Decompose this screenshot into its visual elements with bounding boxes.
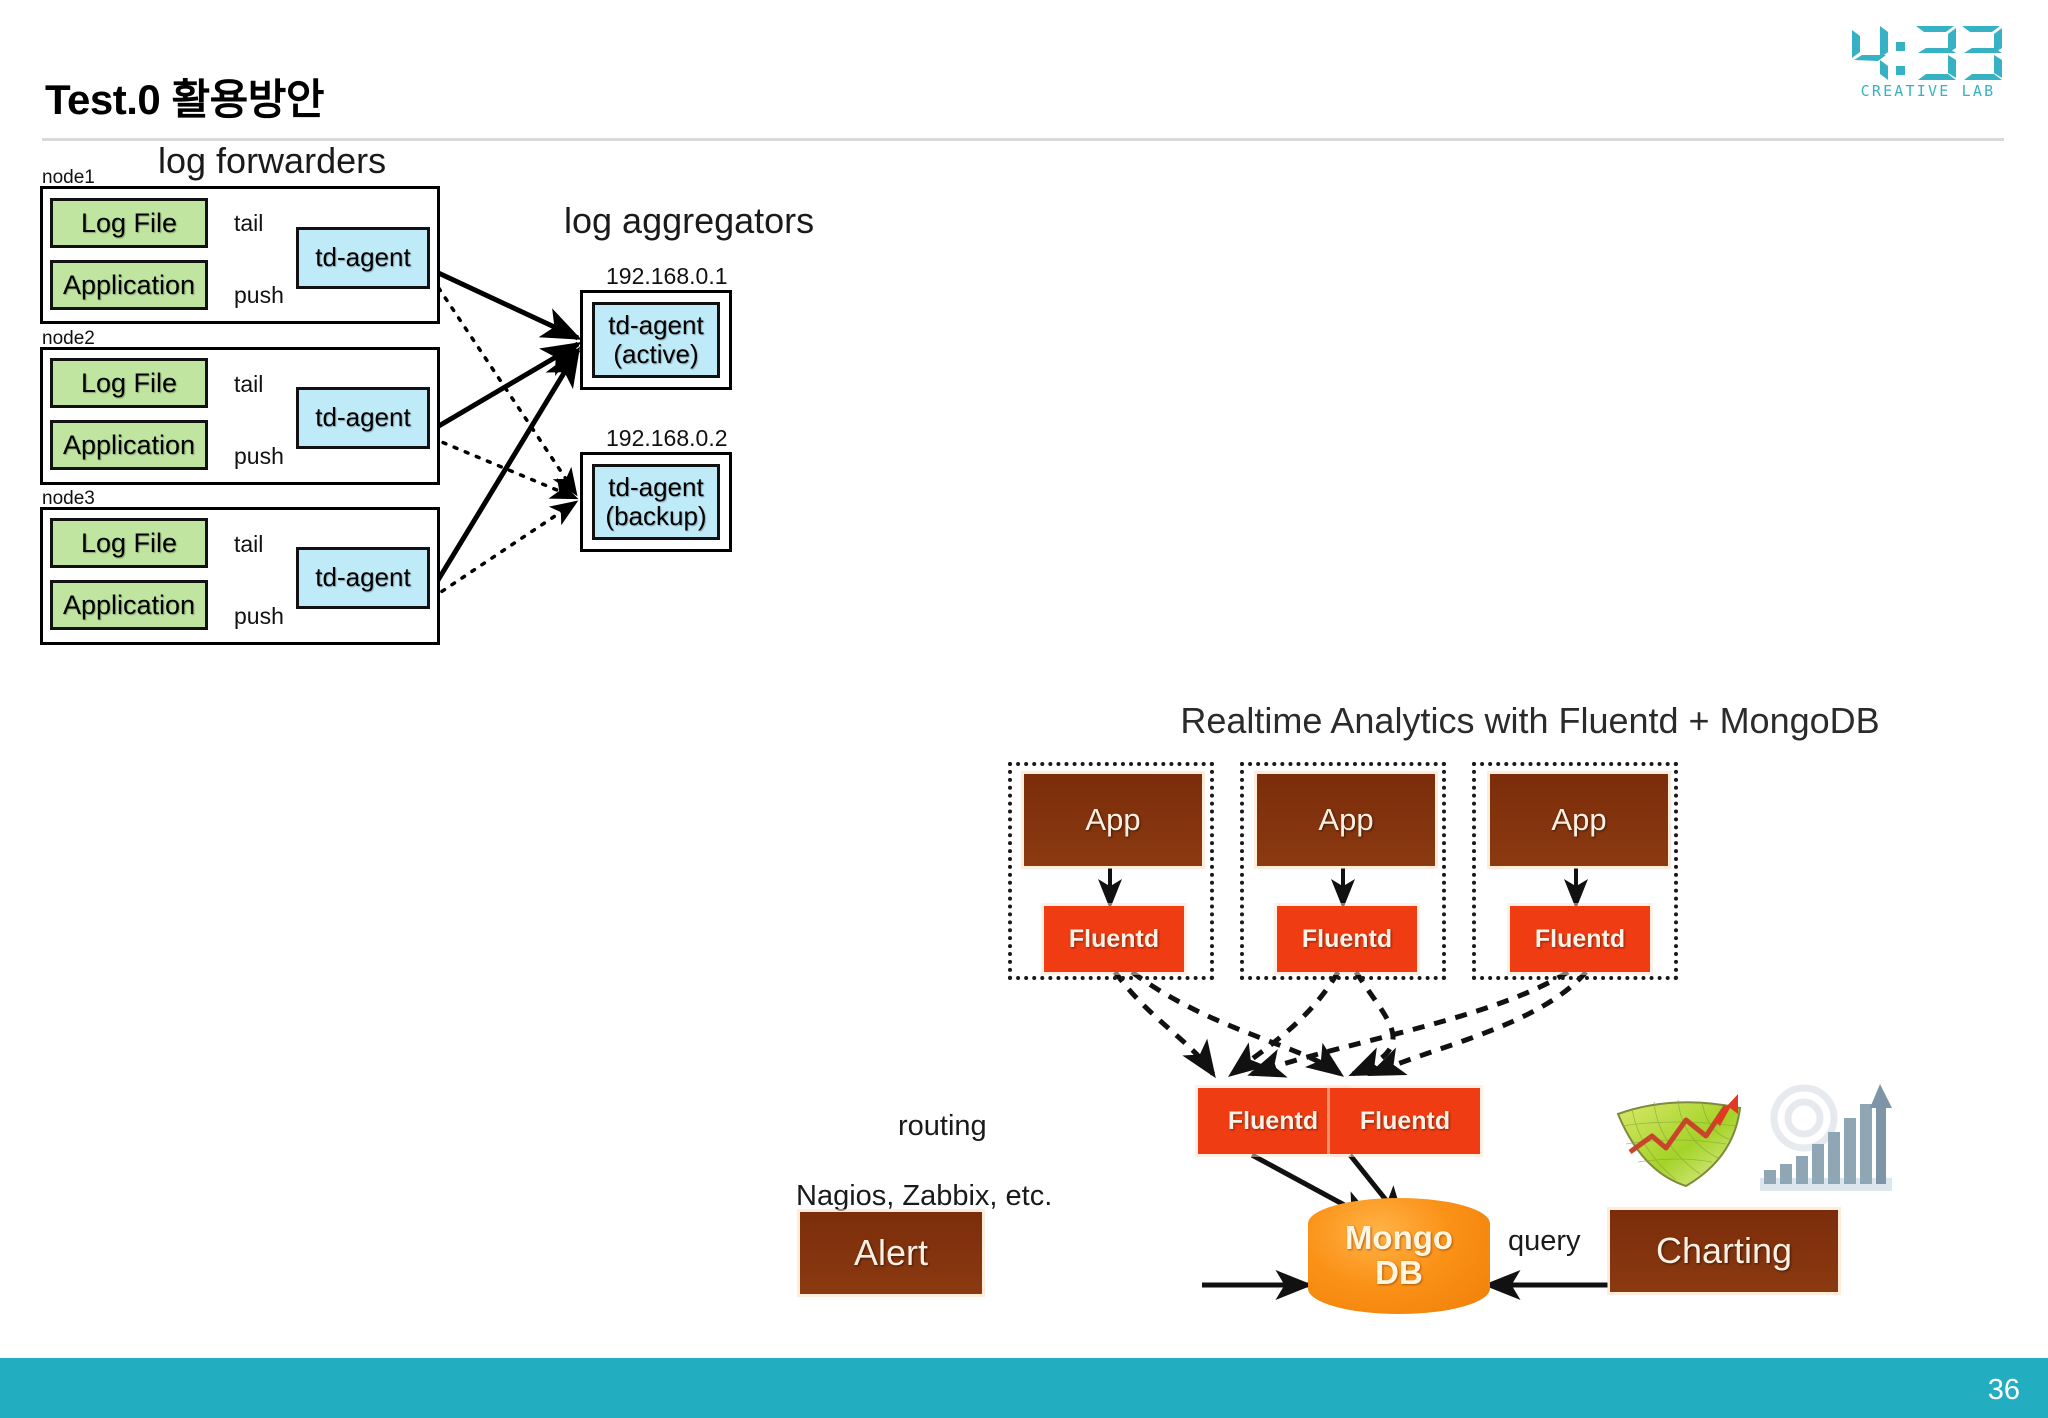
header-divider xyxy=(42,138,2004,141)
node2-push-label: push xyxy=(234,443,284,469)
app-box-1: App xyxy=(1024,774,1202,866)
mongodb-cylinder: Mongo DB xyxy=(1308,1198,1490,1314)
page-number: 36 xyxy=(1987,1374,2020,1406)
query-label: query xyxy=(1508,1225,1581,1257)
node3-tail-label: tail xyxy=(234,531,264,557)
log-forwarding-diagram: log forwarders log aggregators xyxy=(0,140,1000,850)
aggregator-2-role: (backup) xyxy=(605,501,707,531)
node2-tag: node2 xyxy=(42,328,95,349)
app-box-3: App xyxy=(1490,774,1668,866)
alert-box: Alert xyxy=(800,1212,982,1294)
aggregator-1-ip: 192.168.0.1 xyxy=(606,263,728,289)
alert-caption: Nagios, Zabbix, etc. xyxy=(796,1180,1053,1212)
node3-log-file-box: Log File xyxy=(50,518,208,568)
mongodb-line1: Mongo xyxy=(1344,1219,1454,1257)
node3-push-label: push xyxy=(234,603,284,629)
aggregator-1-name: td-agent xyxy=(608,309,704,340)
node1-td-agent-box: td-agent xyxy=(296,227,430,289)
app-group-1 xyxy=(1008,762,1214,980)
brand-logo: CREATIVE LAB xyxy=(1848,22,2008,102)
log-forwarders-label: log forwarders xyxy=(158,140,387,181)
bar-chart-art-icon xyxy=(1758,1078,1896,1194)
aggregator-1-box: td-agent (active) xyxy=(592,302,720,378)
app-group-2 xyxy=(1240,762,1446,980)
node3-td-agent-box: td-agent xyxy=(296,547,430,609)
realtime-analytics-title: Realtime Analytics with Fluentd + MongoD… xyxy=(1180,700,1880,741)
line-chart-art-icon xyxy=(1614,1086,1750,1196)
node1-tail-label: tail xyxy=(234,210,264,236)
app-box-2: App xyxy=(1257,774,1435,866)
fluentd-box-3: Fluentd xyxy=(1510,906,1650,972)
node2-td-agent-box: td-agent xyxy=(296,387,430,449)
right-diagram-connectors xyxy=(1098,868,1608,1300)
node3-application-box: Application xyxy=(50,580,208,630)
aggregator-1-role: (active) xyxy=(613,339,699,369)
logo-subtitle: CREATIVE LAB xyxy=(1861,82,1996,100)
fluentd-box-2: Fluentd xyxy=(1277,906,1417,972)
node2-application-box: Application xyxy=(50,420,208,470)
node2-log-file-box: Log File xyxy=(50,358,208,408)
routing-fluentd-box-2: Fluentd xyxy=(1330,1088,1480,1154)
node3-tag: node3 xyxy=(42,488,95,509)
routing-fluentd-box-1: Fluentd xyxy=(1198,1088,1348,1154)
page-title: Test.0 활용방안 xyxy=(45,76,325,123)
footer-bar xyxy=(0,1358,2048,1418)
node1-push-label: push xyxy=(234,282,284,308)
node2-tail-label: tail xyxy=(234,371,264,397)
mongodb-line2: DB xyxy=(1375,1254,1423,1291)
aggregator-2-ip: 192.168.0.2 xyxy=(606,425,728,451)
aggregator-2-box: td-agent (backup) xyxy=(592,464,720,540)
app-group-3 xyxy=(1472,762,1678,980)
logo-digital-clock-icon: CREATIVE LAB xyxy=(1852,26,2002,100)
node1-log-file-box: Log File xyxy=(50,198,208,248)
log-aggregators-label: log aggregators xyxy=(564,200,815,241)
node1-application-box: Application xyxy=(50,260,208,310)
fluentd-box-1: Fluentd xyxy=(1044,906,1184,972)
routing-label: routing xyxy=(898,1110,987,1142)
realtime-analytics-diagram: Realtime Analytics with Fluentd + MongoD… xyxy=(796,700,2040,1340)
aggregator-2-name: td-agent xyxy=(608,471,704,502)
charting-box: Charting xyxy=(1610,1210,1838,1292)
node1-tag: node1 xyxy=(42,167,95,188)
